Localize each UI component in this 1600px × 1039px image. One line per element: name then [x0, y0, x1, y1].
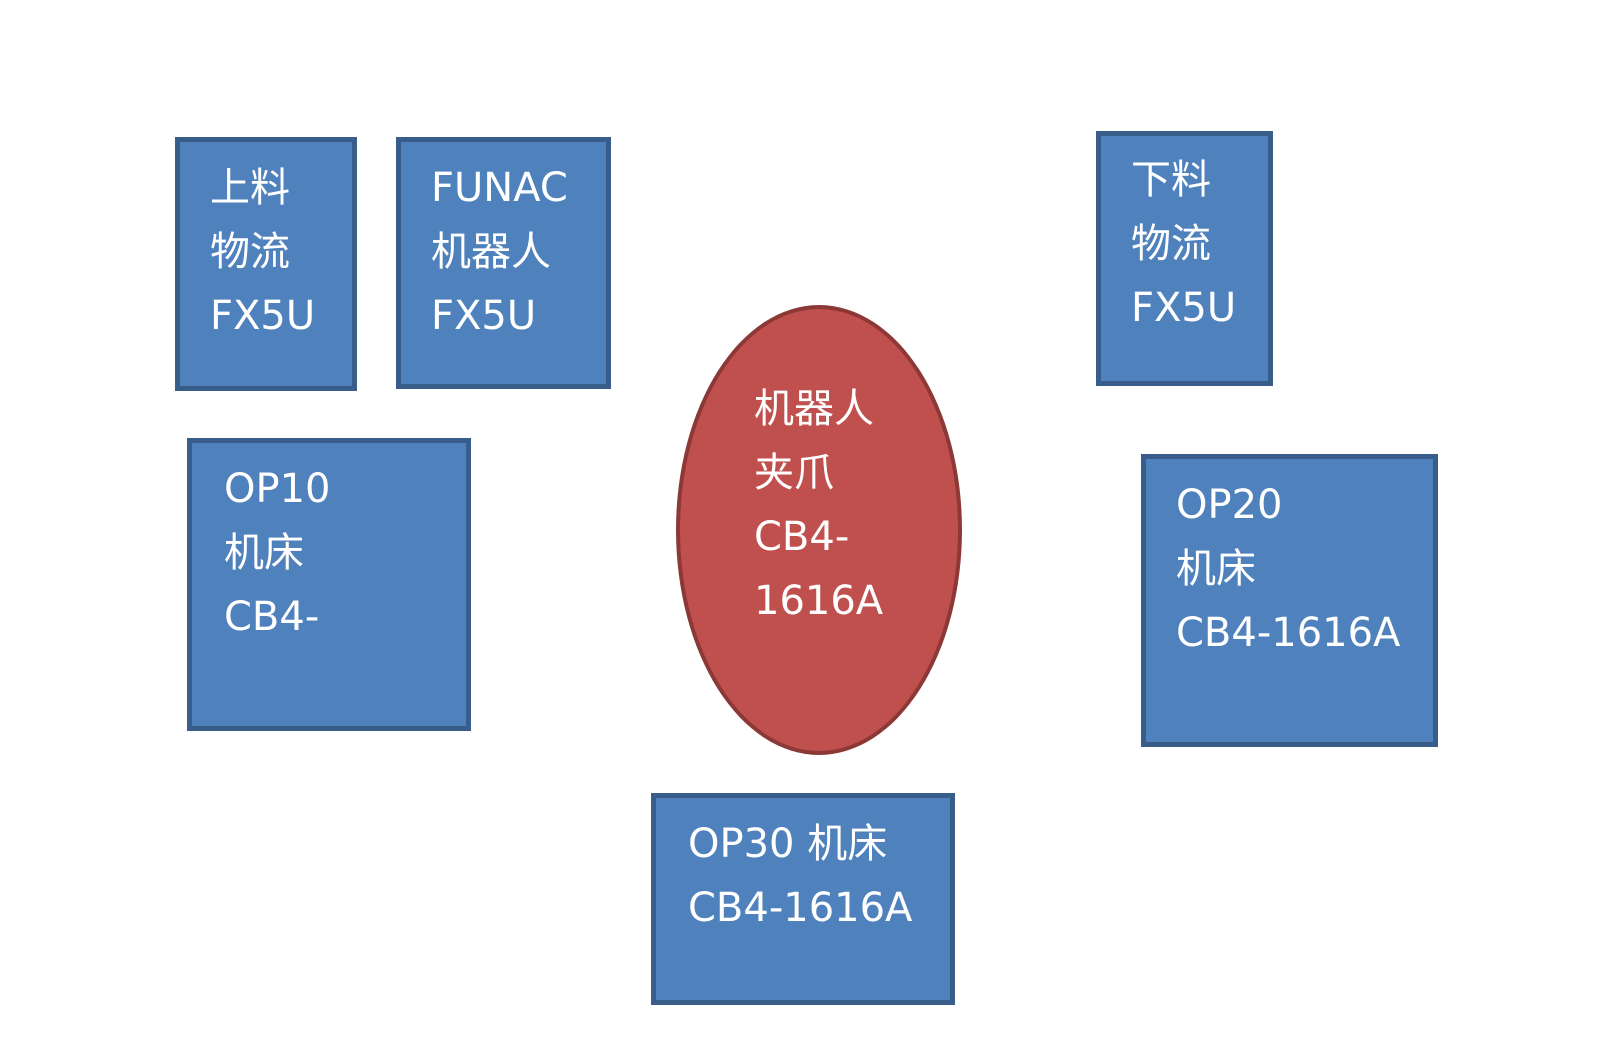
feed-logistics-line-3: FX5U [210, 293, 316, 339]
unload-logistics-box: 下料 物流 FX5U [1096, 131, 1273, 386]
gripper-line-1: 机器人 [754, 386, 874, 432]
op10-line-3: CB4- [224, 594, 320, 640]
unload-logistics-line-2: 物流 [1131, 221, 1211, 267]
op20-line-3: CB4-1616A [1176, 610, 1401, 656]
op30-line-2: CB4-1616A [688, 885, 913, 931]
gripper-line-2: 夹爪 [754, 450, 834, 496]
feed-logistics-line-1: 上料 [210, 165, 290, 211]
op30-machine-box: OP30 机床 CB4-1616A [651, 793, 955, 1005]
op30-line-1: OP30 机床 [688, 821, 888, 867]
op20-line-1: OP20 [1176, 482, 1283, 528]
funac-robot-line-1: FUNAC [431, 165, 568, 211]
unload-logistics-line-1: 下料 [1131, 157, 1211, 203]
funac-robot-box: FUNAC 机器人 FX5U [396, 137, 611, 389]
robot-gripper-ellipse: 机器人 夹爪 CB4- 1616A [676, 305, 962, 755]
funac-robot-line-3: FX5U [431, 293, 537, 339]
feed-logistics-line-2: 物流 [210, 229, 290, 275]
op10-line-2: 机床 [224, 530, 304, 576]
gripper-line-4: 1616A [754, 578, 884, 624]
op20-machine-box: OP20 机床 CB4-1616A [1141, 454, 1438, 747]
op10-machine-box: OP10 机床 CB4- [187, 438, 471, 731]
op10-line-1: OP10 [224, 466, 331, 512]
gripper-line-3: CB4- [754, 514, 850, 560]
unload-logistics-line-3: FX5U [1131, 285, 1237, 331]
feed-logistics-box: 上料 物流 FX5U [175, 137, 357, 391]
funac-robot-line-2: 机器人 [431, 229, 551, 275]
op20-line-2: 机床 [1176, 546, 1256, 592]
